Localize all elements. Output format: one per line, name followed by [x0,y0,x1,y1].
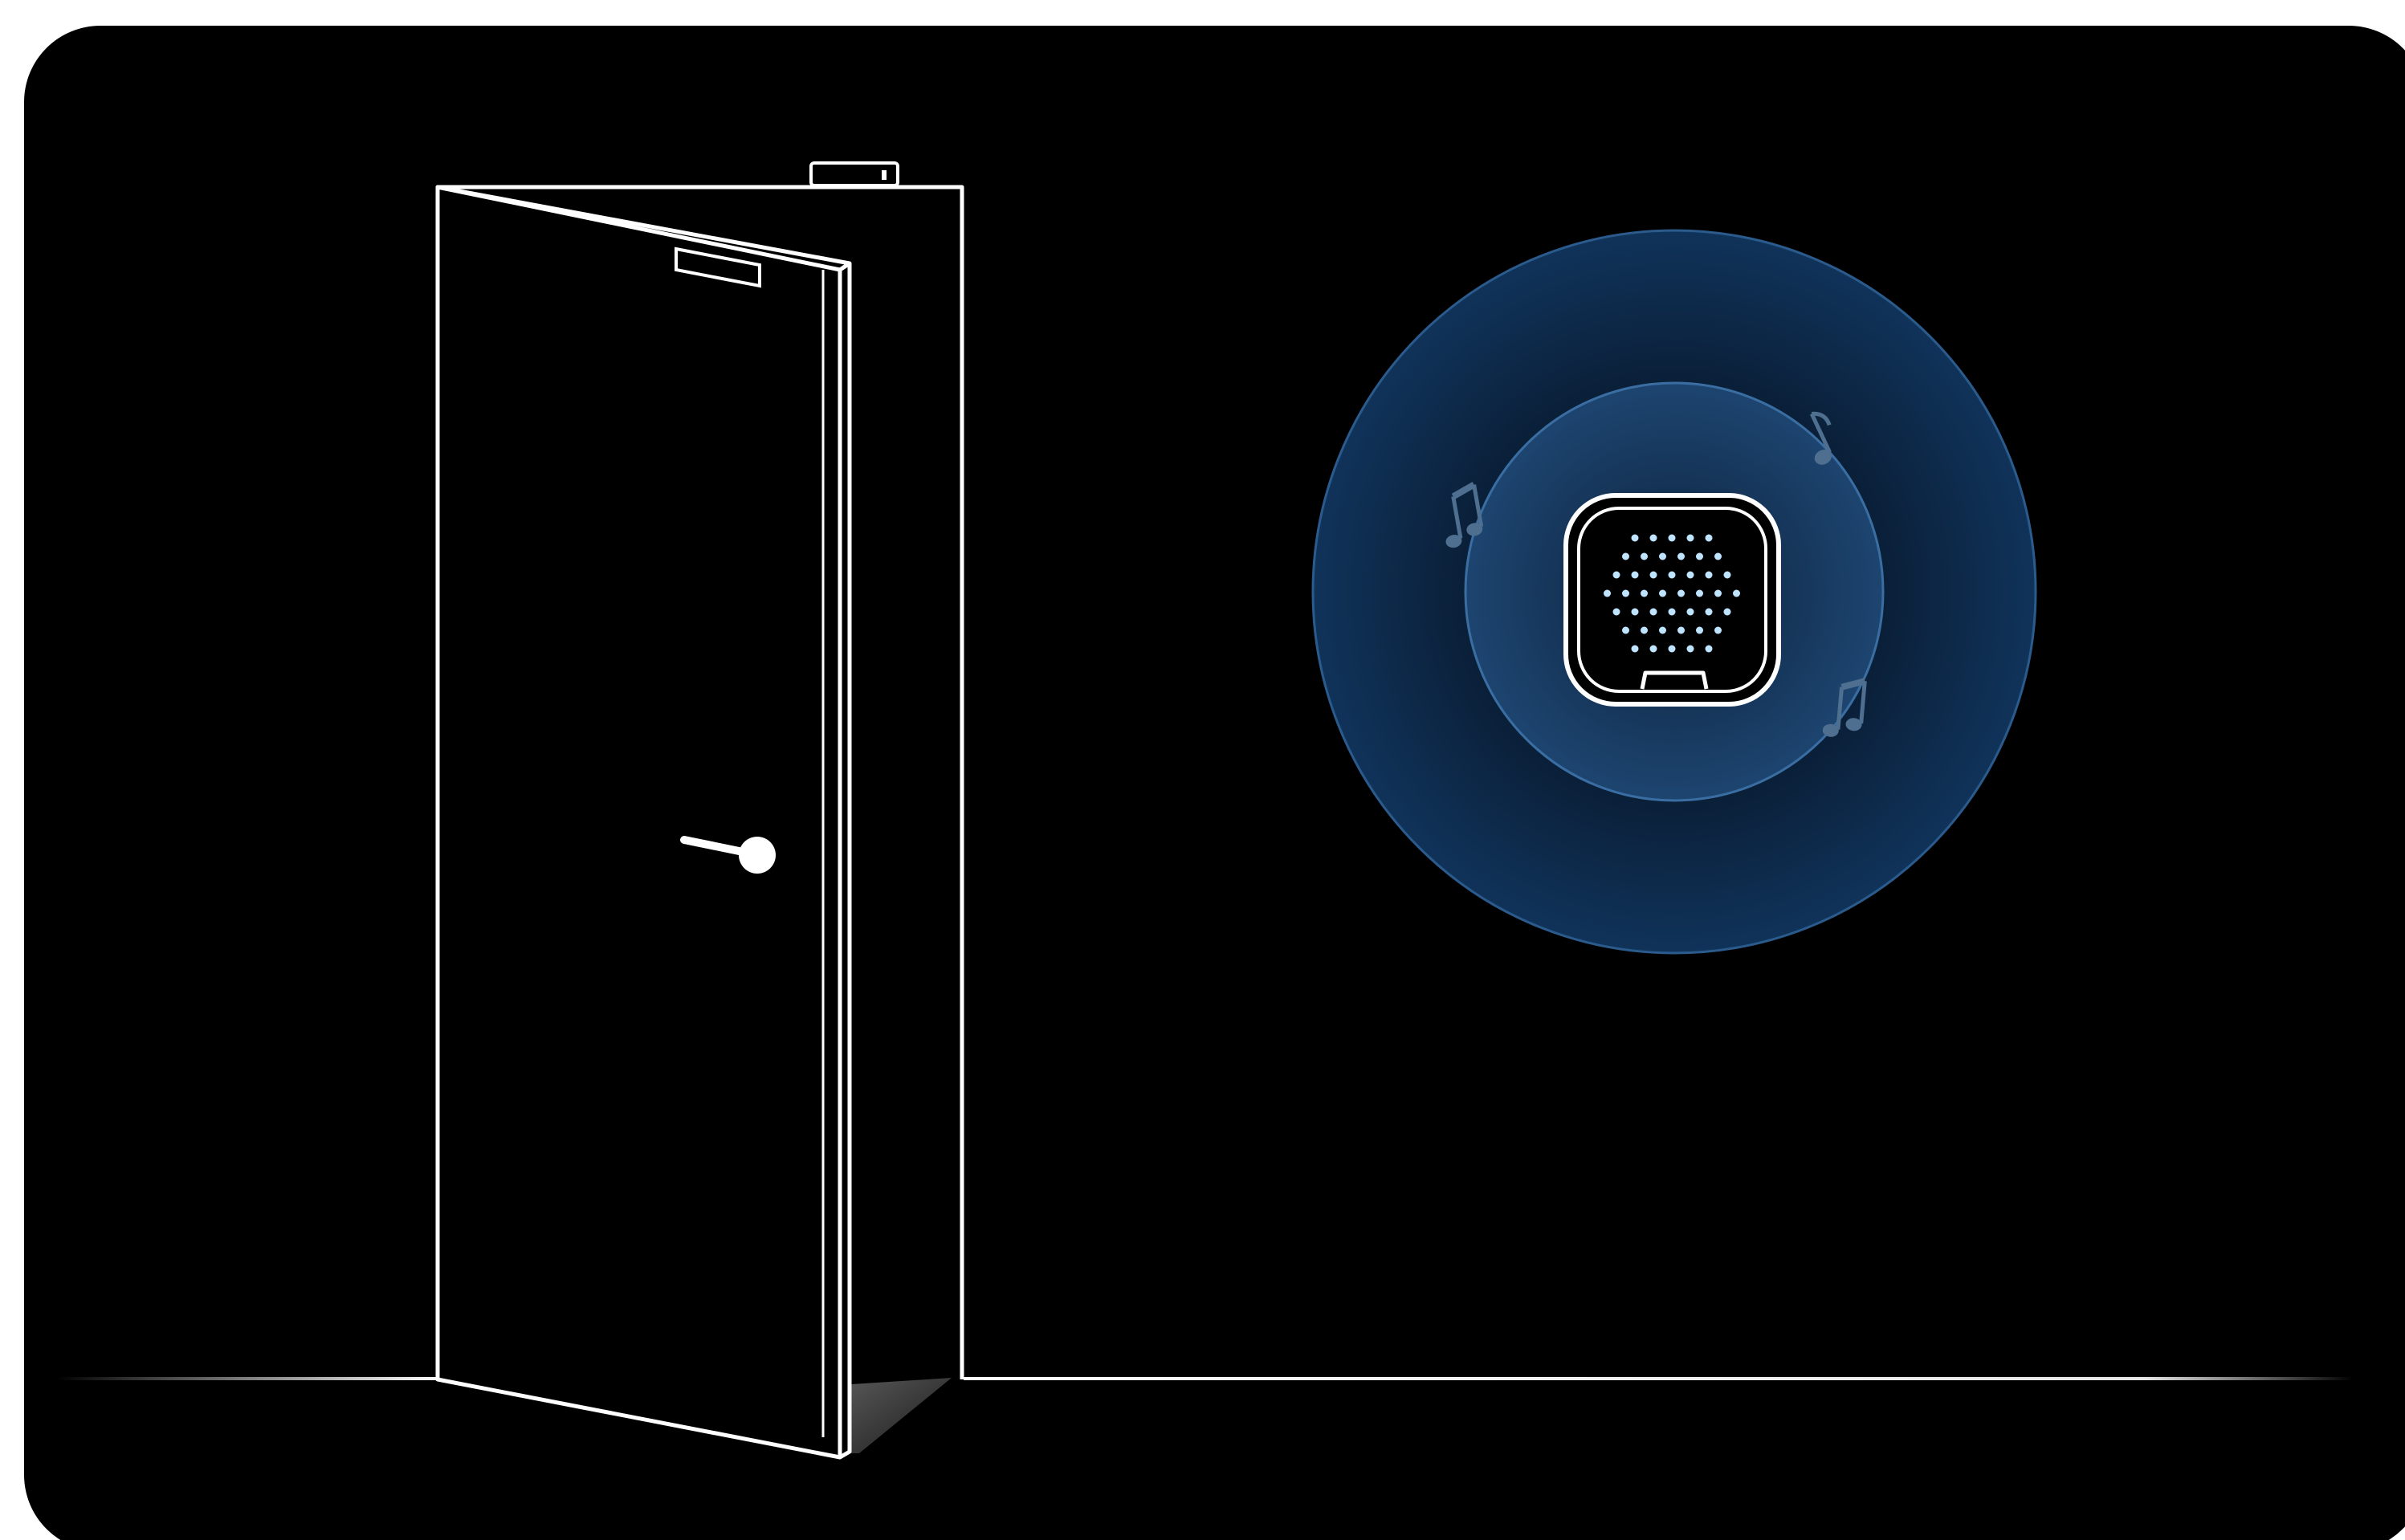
grille-dot [1687,646,1694,653]
grille-dot [1641,553,1648,560]
grille-dot [1677,627,1685,634]
grille-dot [1706,609,1713,616]
grille-dot [1677,590,1685,597]
grille-dot [1669,572,1676,579]
scene-card [24,26,2405,1540]
grille-dot [1659,627,1666,634]
grille-dot [1613,572,1620,579]
door-edge [840,263,850,1457]
grille-dot [1669,609,1676,616]
grille-dot [1687,609,1694,616]
grille-dot [1622,590,1629,597]
grille-dot [1706,572,1713,579]
grille-dot [1650,609,1657,616]
grille-dot [1641,590,1648,597]
grille-dot [1632,572,1639,579]
grille-dot [1659,590,1666,597]
grille-dot [1696,627,1703,634]
floor-line [56,1377,2353,1380]
grille-dot [1650,535,1657,542]
grille-dot [1677,553,1685,560]
grille-dot [1696,590,1703,597]
grille-dot [1613,609,1620,616]
grille-dot [1714,553,1722,560]
grille-dot [1669,535,1676,542]
grille-dot [1687,572,1694,579]
grille-dot [1696,553,1703,560]
grille-dot [1706,535,1713,542]
grille-dot [1632,609,1639,616]
grille-dot [1733,590,1740,597]
grille-dot [1622,627,1629,634]
grille-dot [1622,553,1629,560]
grille-dot [1604,590,1611,597]
grille-dot [1706,646,1713,653]
grille-dot [1724,609,1731,616]
chime-speaker-icon [1566,495,1779,704]
grille-dot [1687,535,1694,542]
grille-dot [1714,590,1722,597]
grille-dot [1632,646,1639,653]
grille-dot [1641,627,1648,634]
grille-dot [1669,646,1676,653]
door-panel [438,187,840,1457]
grille-dot [1650,572,1657,579]
grille-dot [1650,646,1657,653]
grille-dot [1724,572,1731,579]
grille-dot [1659,553,1666,560]
grille-dot [1632,535,1639,542]
grille-dot [1714,627,1722,634]
